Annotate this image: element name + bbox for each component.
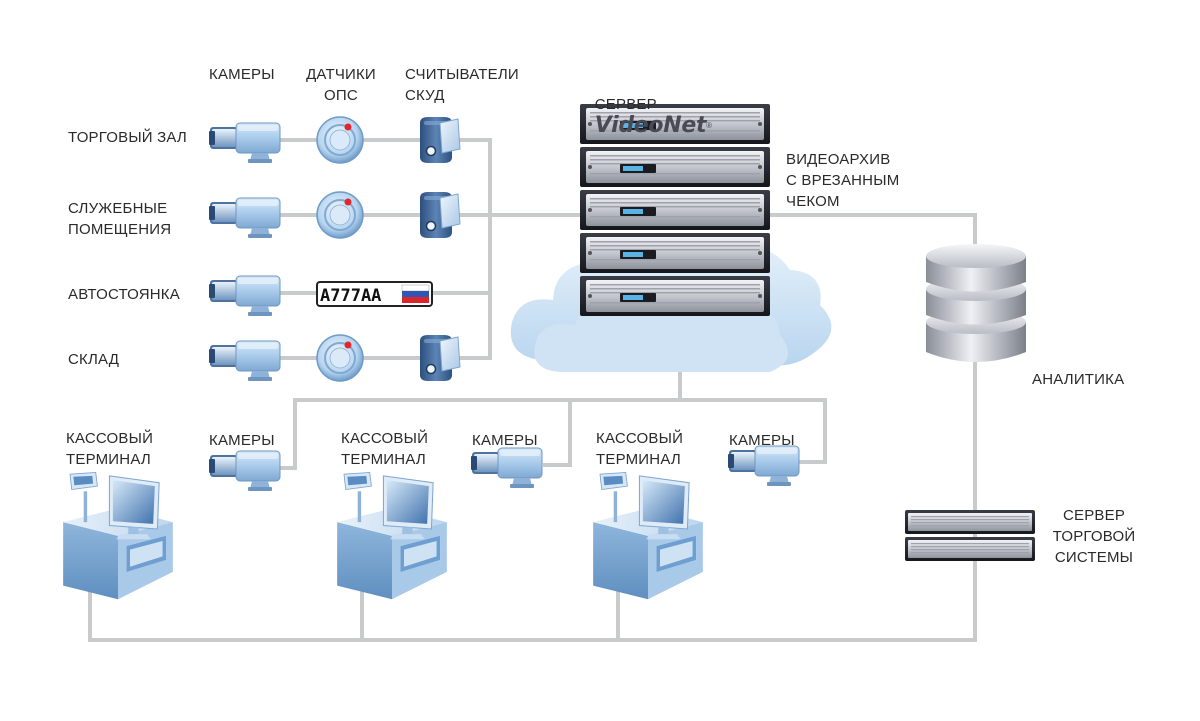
camera-icon: [208, 122, 281, 163]
server-prefix: СЕРВЕР: [594, 96, 657, 113]
server-title: СЕРВЕР VideoNet®: [586, 73, 712, 138]
analytics-label: АНАЛИТИКА: [1032, 371, 1125, 388]
pos-terminal-label-3: КАССОВЫЙ ТЕРМИНАЛ: [596, 430, 684, 468]
server-unit-icon: [905, 510, 1035, 561]
camera-icon: [727, 445, 800, 486]
pos-cameras: [208, 445, 800, 491]
fire-sensor-icon: [316, 334, 364, 382]
plate-text: А777АА: [320, 286, 381, 306]
camera-icon: [208, 450, 281, 491]
pos-cameras-label-3: КАМЕРЫ: [729, 432, 795, 449]
camera-icon: [470, 447, 543, 488]
card-reader-icon: [419, 116, 461, 164]
videonet-brand: VideoNet: [594, 113, 707, 138]
database-icon: [926, 244, 1026, 362]
zone-devices: А777АА: [208, 116, 461, 382]
fire-sensor-icon: [316, 191, 364, 239]
pos-terminal-label-1: КАССОВЫЙ ТЕРМИНАЛ: [66, 430, 154, 468]
zone-parking-label: АВТОСТОЯНКА: [68, 286, 180, 303]
zone-storage-label: СКЛАД: [68, 351, 120, 368]
registered-mark: ®: [706, 121, 713, 130]
camera-icon: [208, 340, 281, 381]
pos-terminal-icon: [592, 471, 704, 600]
card-reader-icon: [419, 191, 461, 239]
cameras-header: КАМЕРЫ: [209, 66, 275, 83]
pos-terminal-icon: [336, 471, 448, 600]
pos-cameras-label-2: КАМЕРЫ: [472, 432, 538, 449]
license-plate-icon: А777АА: [316, 281, 433, 307]
sensors-header: ДАТЧИКИ ОПС: [306, 66, 376, 104]
zone-sales-label: ТОРГОВЫЙ ЗАЛ: [68, 129, 187, 146]
fire-sensor-icon: [316, 116, 364, 164]
pos-terminal-icon: [62, 471, 174, 600]
camera-icon: [208, 275, 281, 316]
camera-icon: [208, 197, 281, 238]
video-archive-label: ВИДЕОАРХИВ С ВРЕЗАННЫМ ЧЕКОМ: [786, 151, 900, 210]
pos-terminal-label-2: КАССОВЫЙ ТЕРМИНАЛ: [341, 430, 429, 468]
pos-cameras-label-1: КАМЕРЫ: [209, 432, 275, 449]
readers-header: СЧИТЫВАТЕЛИ СКУД: [405, 66, 519, 104]
pos-terminals: [62, 471, 704, 600]
zone-service-label: СЛУЖЕБНЫЕ ПОМЕЩЕНИЯ: [68, 200, 172, 238]
card-reader-icon: [419, 334, 461, 382]
trade-server-label: СЕРВЕР ТОРГОВОЙ СИСТЕМЫ: [1052, 507, 1136, 566]
